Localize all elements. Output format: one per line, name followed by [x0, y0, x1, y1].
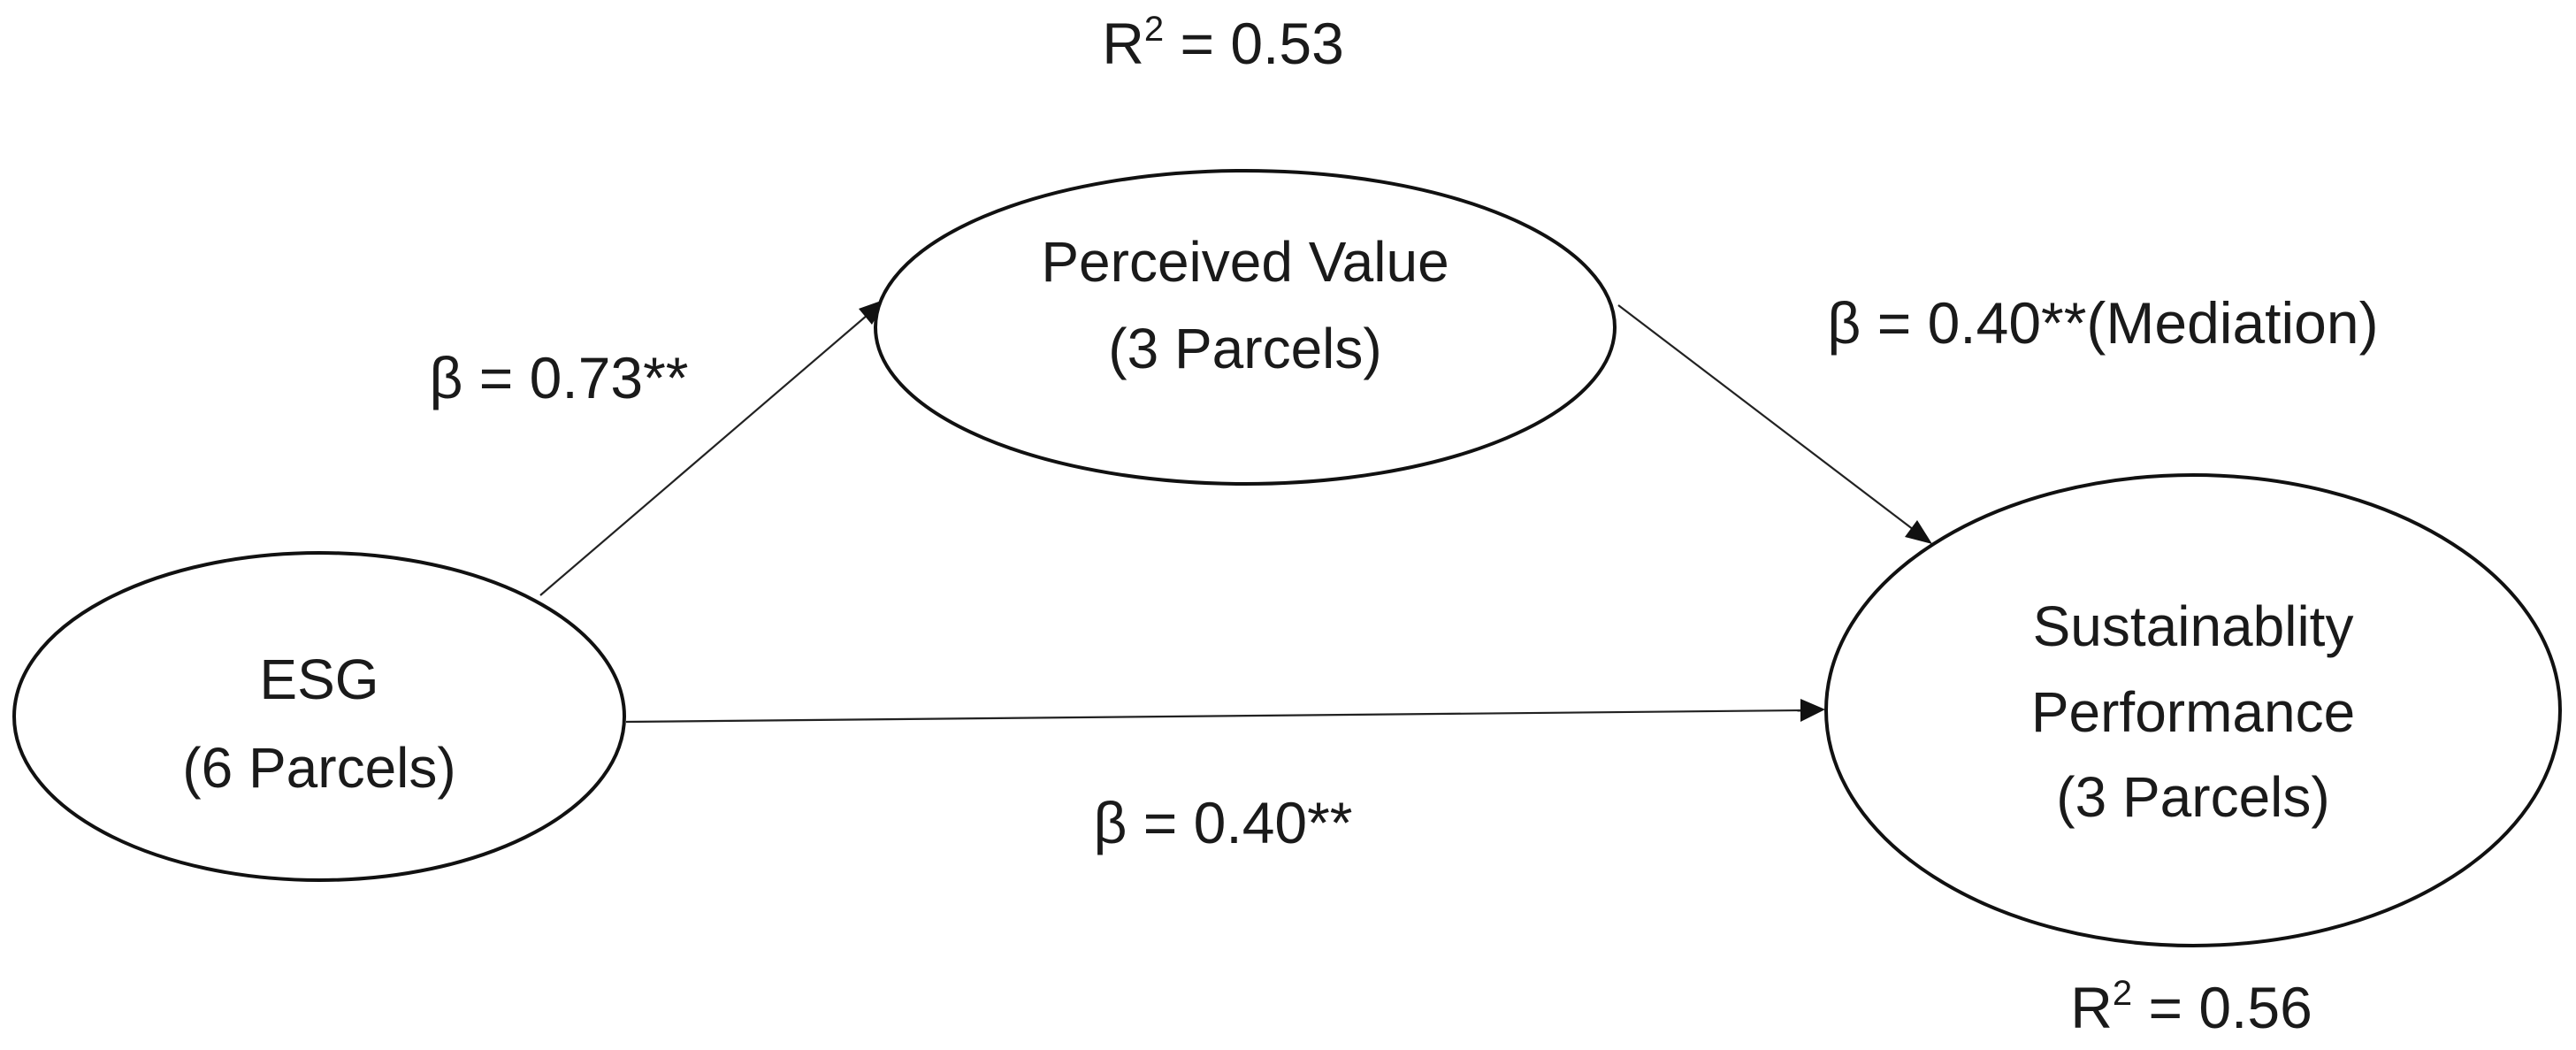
edge-label-esg-to-sustainability: β = 0.40**	[1093, 790, 1352, 855]
arrowhead-perceived-value-to-sustainability	[1905, 520, 1932, 544]
edge-esg-to-perceived-value	[539, 309, 875, 596]
r2-sustainability-value: = 0.56	[2132, 975, 2312, 1040]
edge-esg-to-sustainability	[625, 709, 1805, 724]
edge-perceived-value-to-sustainability	[1617, 304, 1918, 533]
edge-label-perceived-value-to-sustainability: β = 0.40**(Mediation)	[1827, 290, 2378, 356]
r2-sustainability-prefix: R	[2070, 975, 2113, 1040]
arrowhead-esg-to-sustainability	[1800, 699, 1825, 722]
node-perceived-value-line2: (3 Parcels)	[1108, 317, 1381, 380]
edge-label-esg-to-perceived-value: β = 0.73**	[429, 345, 688, 410]
r2-perceived-value-prefix: R	[1102, 11, 1144, 76]
node-sustainability-line3: (3 Parcels)	[2056, 765, 2329, 829]
r2-perceived-value-value: = 0.53	[1164, 11, 1344, 76]
r2-sustainability-exponent: 2	[2113, 974, 2132, 1013]
node-esg-line2: (6 Parcels)	[182, 736, 455, 800]
r2-sustainability: R2 = 0.56	[2070, 974, 2312, 1040]
node-esg: ESG (6 Parcels)	[12, 551, 626, 882]
node-sustainability-line2: Performance	[2031, 680, 2355, 744]
r2-perceived-value-exponent: 2	[1144, 10, 1164, 49]
r2-perceived-value: R2 = 0.53	[1102, 10, 1344, 76]
node-sustainability-performance: Sustainablity Performance (3 Parcels)	[1824, 473, 2562, 947]
node-perceived-value-line1: Perceived Value	[1041, 230, 1449, 294]
node-esg-line1: ESG	[259, 648, 378, 711]
node-sustainability-line1: Sustainablity	[2033, 594, 2354, 658]
node-perceived-value: Perceived Value (3 Parcels)	[874, 169, 1617, 486]
